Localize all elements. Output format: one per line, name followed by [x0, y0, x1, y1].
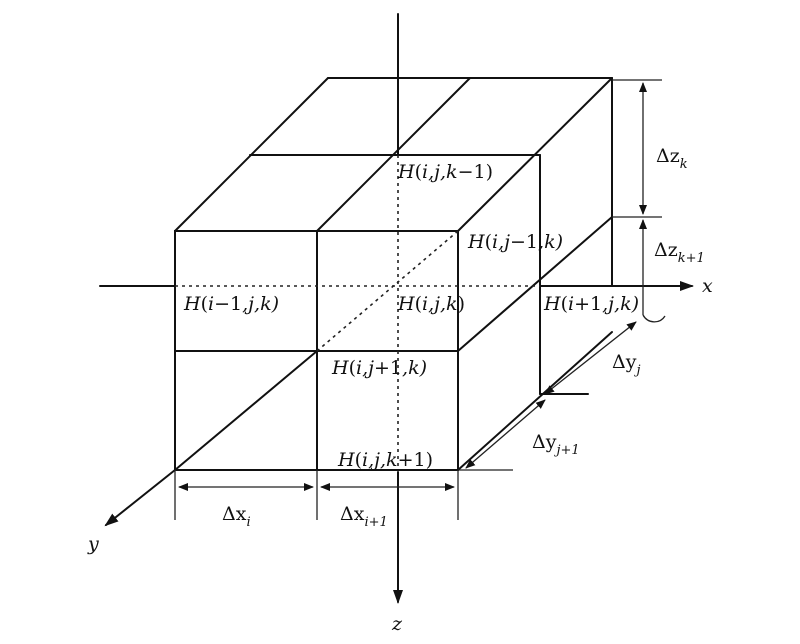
right-face-upper-diagonal: [457, 216, 613, 352]
dz-k1-hook: [642, 314, 666, 323]
dy-j1-arrow: [465, 399, 546, 469]
dz-k-label: Δzk: [656, 145, 688, 172]
dx-i1-label: Δxi+1: [340, 503, 388, 530]
cell-label-center: H(i,j,k): [397, 293, 465, 315]
cell-label-top: H(i,j,k−1): [397, 161, 493, 183]
dz-k1-label: Δzk+1: [654, 239, 705, 266]
cell-label-right: H(i+1,j,k): [543, 293, 639, 315]
dx-i-label: Δxi: [222, 503, 251, 530]
z-axis-label: z: [391, 613, 403, 635]
front-face-diagonal: [174, 350, 318, 471]
dy-j-label: Δyj: [612, 351, 641, 378]
cell-label-bottom: H(i,j,k+1): [337, 449, 433, 471]
cell-label-front: H(i,j+1,k): [331, 357, 427, 379]
center-dotted-diagonal: [316, 230, 459, 352]
x-axis-label: x: [702, 275, 713, 297]
y-axis-line: [104, 469, 176, 527]
y-axis-label: y: [87, 533, 99, 555]
dy-j1-label: Δyj+1: [532, 431, 580, 458]
cell-label-left: H(i−1,j,k): [183, 293, 279, 315]
dy-j-arrow: [544, 321, 637, 395]
cell-label-back: H(i,j−1,k): [467, 231, 563, 253]
